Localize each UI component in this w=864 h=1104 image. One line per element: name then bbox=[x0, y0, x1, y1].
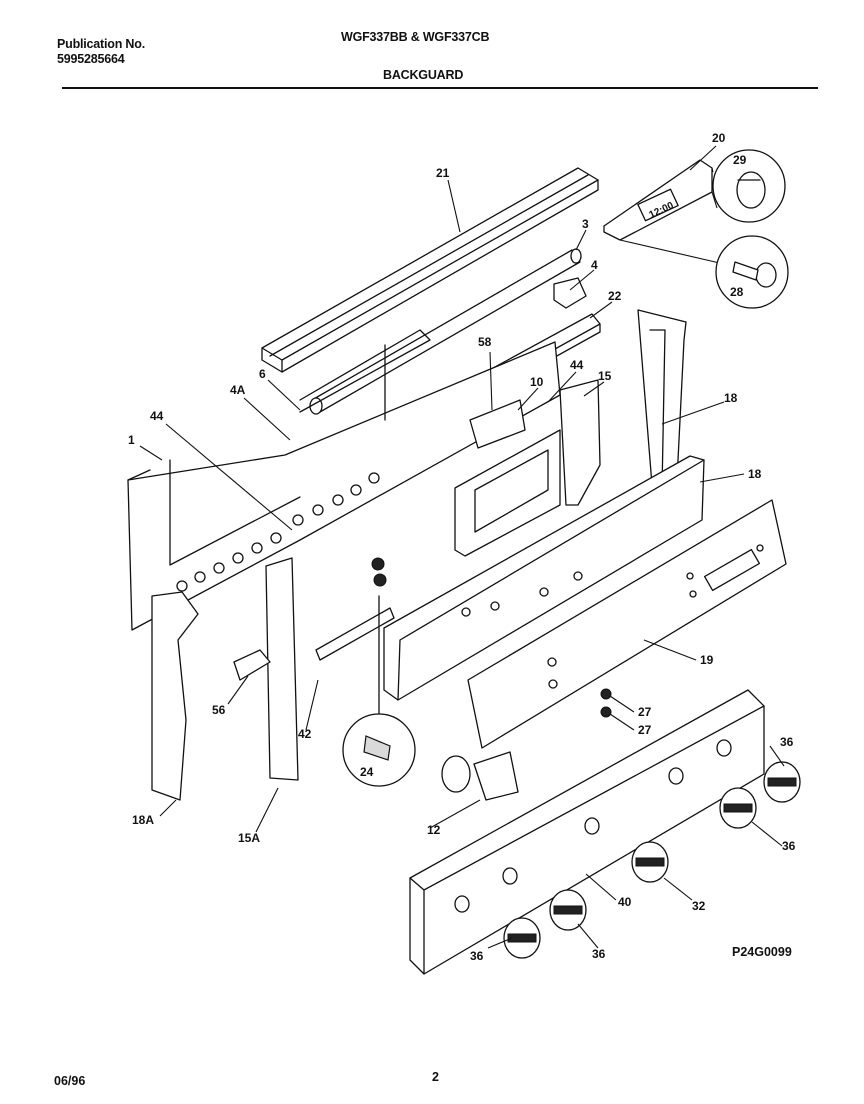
callout-4A: 4A bbox=[230, 383, 246, 397]
part-electronic-control bbox=[454, 399, 561, 557]
knob-36-left bbox=[503, 917, 541, 959]
part-side-trim-18A bbox=[151, 591, 199, 801]
callout-32: 32 bbox=[692, 899, 706, 913]
section-title: BACKGUARD bbox=[383, 68, 464, 82]
vent-holes bbox=[176, 472, 380, 592]
publication-number: 5995285664 bbox=[57, 52, 125, 66]
header-rule bbox=[62, 87, 818, 89]
callout-21: 21 bbox=[436, 166, 450, 180]
part-manifold-panel bbox=[409, 689, 765, 975]
callout-18-top: 18 bbox=[724, 391, 738, 405]
callout-29: 29 bbox=[733, 153, 747, 167]
detail-clock-pushbutton-28 bbox=[715, 235, 789, 309]
part-side-bracket-15A bbox=[265, 557, 299, 781]
knob-36-right bbox=[719, 787, 757, 829]
callout-15: 15 bbox=[598, 369, 612, 383]
part-grommet-27b bbox=[600, 706, 612, 718]
publication-label: Publication No. bbox=[57, 37, 145, 51]
callout-44-top: 44 bbox=[570, 358, 584, 372]
part-bracket-56 bbox=[233, 649, 271, 681]
part-right-frame bbox=[637, 309, 687, 511]
callout-12: 12 bbox=[427, 823, 441, 837]
callout-22: 22 bbox=[608, 289, 622, 303]
callout-56: 56 bbox=[212, 703, 226, 717]
callout-40: 40 bbox=[618, 895, 632, 909]
callout-3: 3 bbox=[582, 217, 589, 231]
callout-6: 6 bbox=[259, 367, 266, 381]
callout-18-bottom: 18 bbox=[748, 467, 762, 481]
part-control-panel-frame bbox=[383, 455, 705, 701]
callout-15A: 15A bbox=[238, 831, 260, 845]
knob-36-middle bbox=[549, 889, 587, 931]
part-thermostat-12 bbox=[441, 751, 519, 801]
callout-36-top-right: 36 bbox=[780, 735, 794, 749]
part-grommet-27a bbox=[600, 688, 612, 700]
page-number: 2 bbox=[432, 1070, 439, 1084]
leader-lines bbox=[139, 145, 785, 949]
part-screws-42 bbox=[315, 557, 395, 661]
part-top-trim bbox=[261, 167, 599, 373]
callout-20: 20 bbox=[712, 131, 726, 145]
callout-19: 19 bbox=[700, 653, 714, 667]
knob-32 bbox=[631, 841, 669, 883]
callout-1: 1 bbox=[128, 433, 135, 447]
part-clock-bracket: 12:00 bbox=[603, 159, 713, 241]
callout-28: 28 bbox=[730, 285, 744, 299]
part-front-glass bbox=[467, 499, 787, 749]
callout-27-top: 27 bbox=[638, 705, 652, 719]
callout-36-right: 36 bbox=[782, 839, 796, 853]
callout-10: 10 bbox=[530, 375, 544, 389]
part-side-bracket-15 bbox=[559, 379, 601, 506]
knob-36-top-right bbox=[763, 761, 801, 803]
detail-valve-24 bbox=[342, 595, 416, 787]
figure-code: P24G0099 bbox=[732, 945, 792, 959]
part-bracket-4 bbox=[553, 277, 587, 309]
callout-58: 58 bbox=[478, 335, 492, 349]
callout-42: 42 bbox=[298, 727, 312, 741]
model-title: WGF337BB & WGF337CB bbox=[341, 30, 490, 44]
callout-44-left: 44 bbox=[150, 409, 164, 423]
callout-36-middle: 36 bbox=[592, 947, 606, 961]
callout-18A: 18A bbox=[132, 813, 154, 827]
callout-4: 4 bbox=[591, 258, 598, 272]
callout-27-bottom: 27 bbox=[638, 723, 652, 737]
footer-date: 06/96 bbox=[54, 1074, 86, 1088]
detail-clock-knob-29 bbox=[712, 149, 786, 223]
callout-24: 24 bbox=[360, 765, 374, 779]
callout-36-left: 36 bbox=[470, 949, 484, 963]
